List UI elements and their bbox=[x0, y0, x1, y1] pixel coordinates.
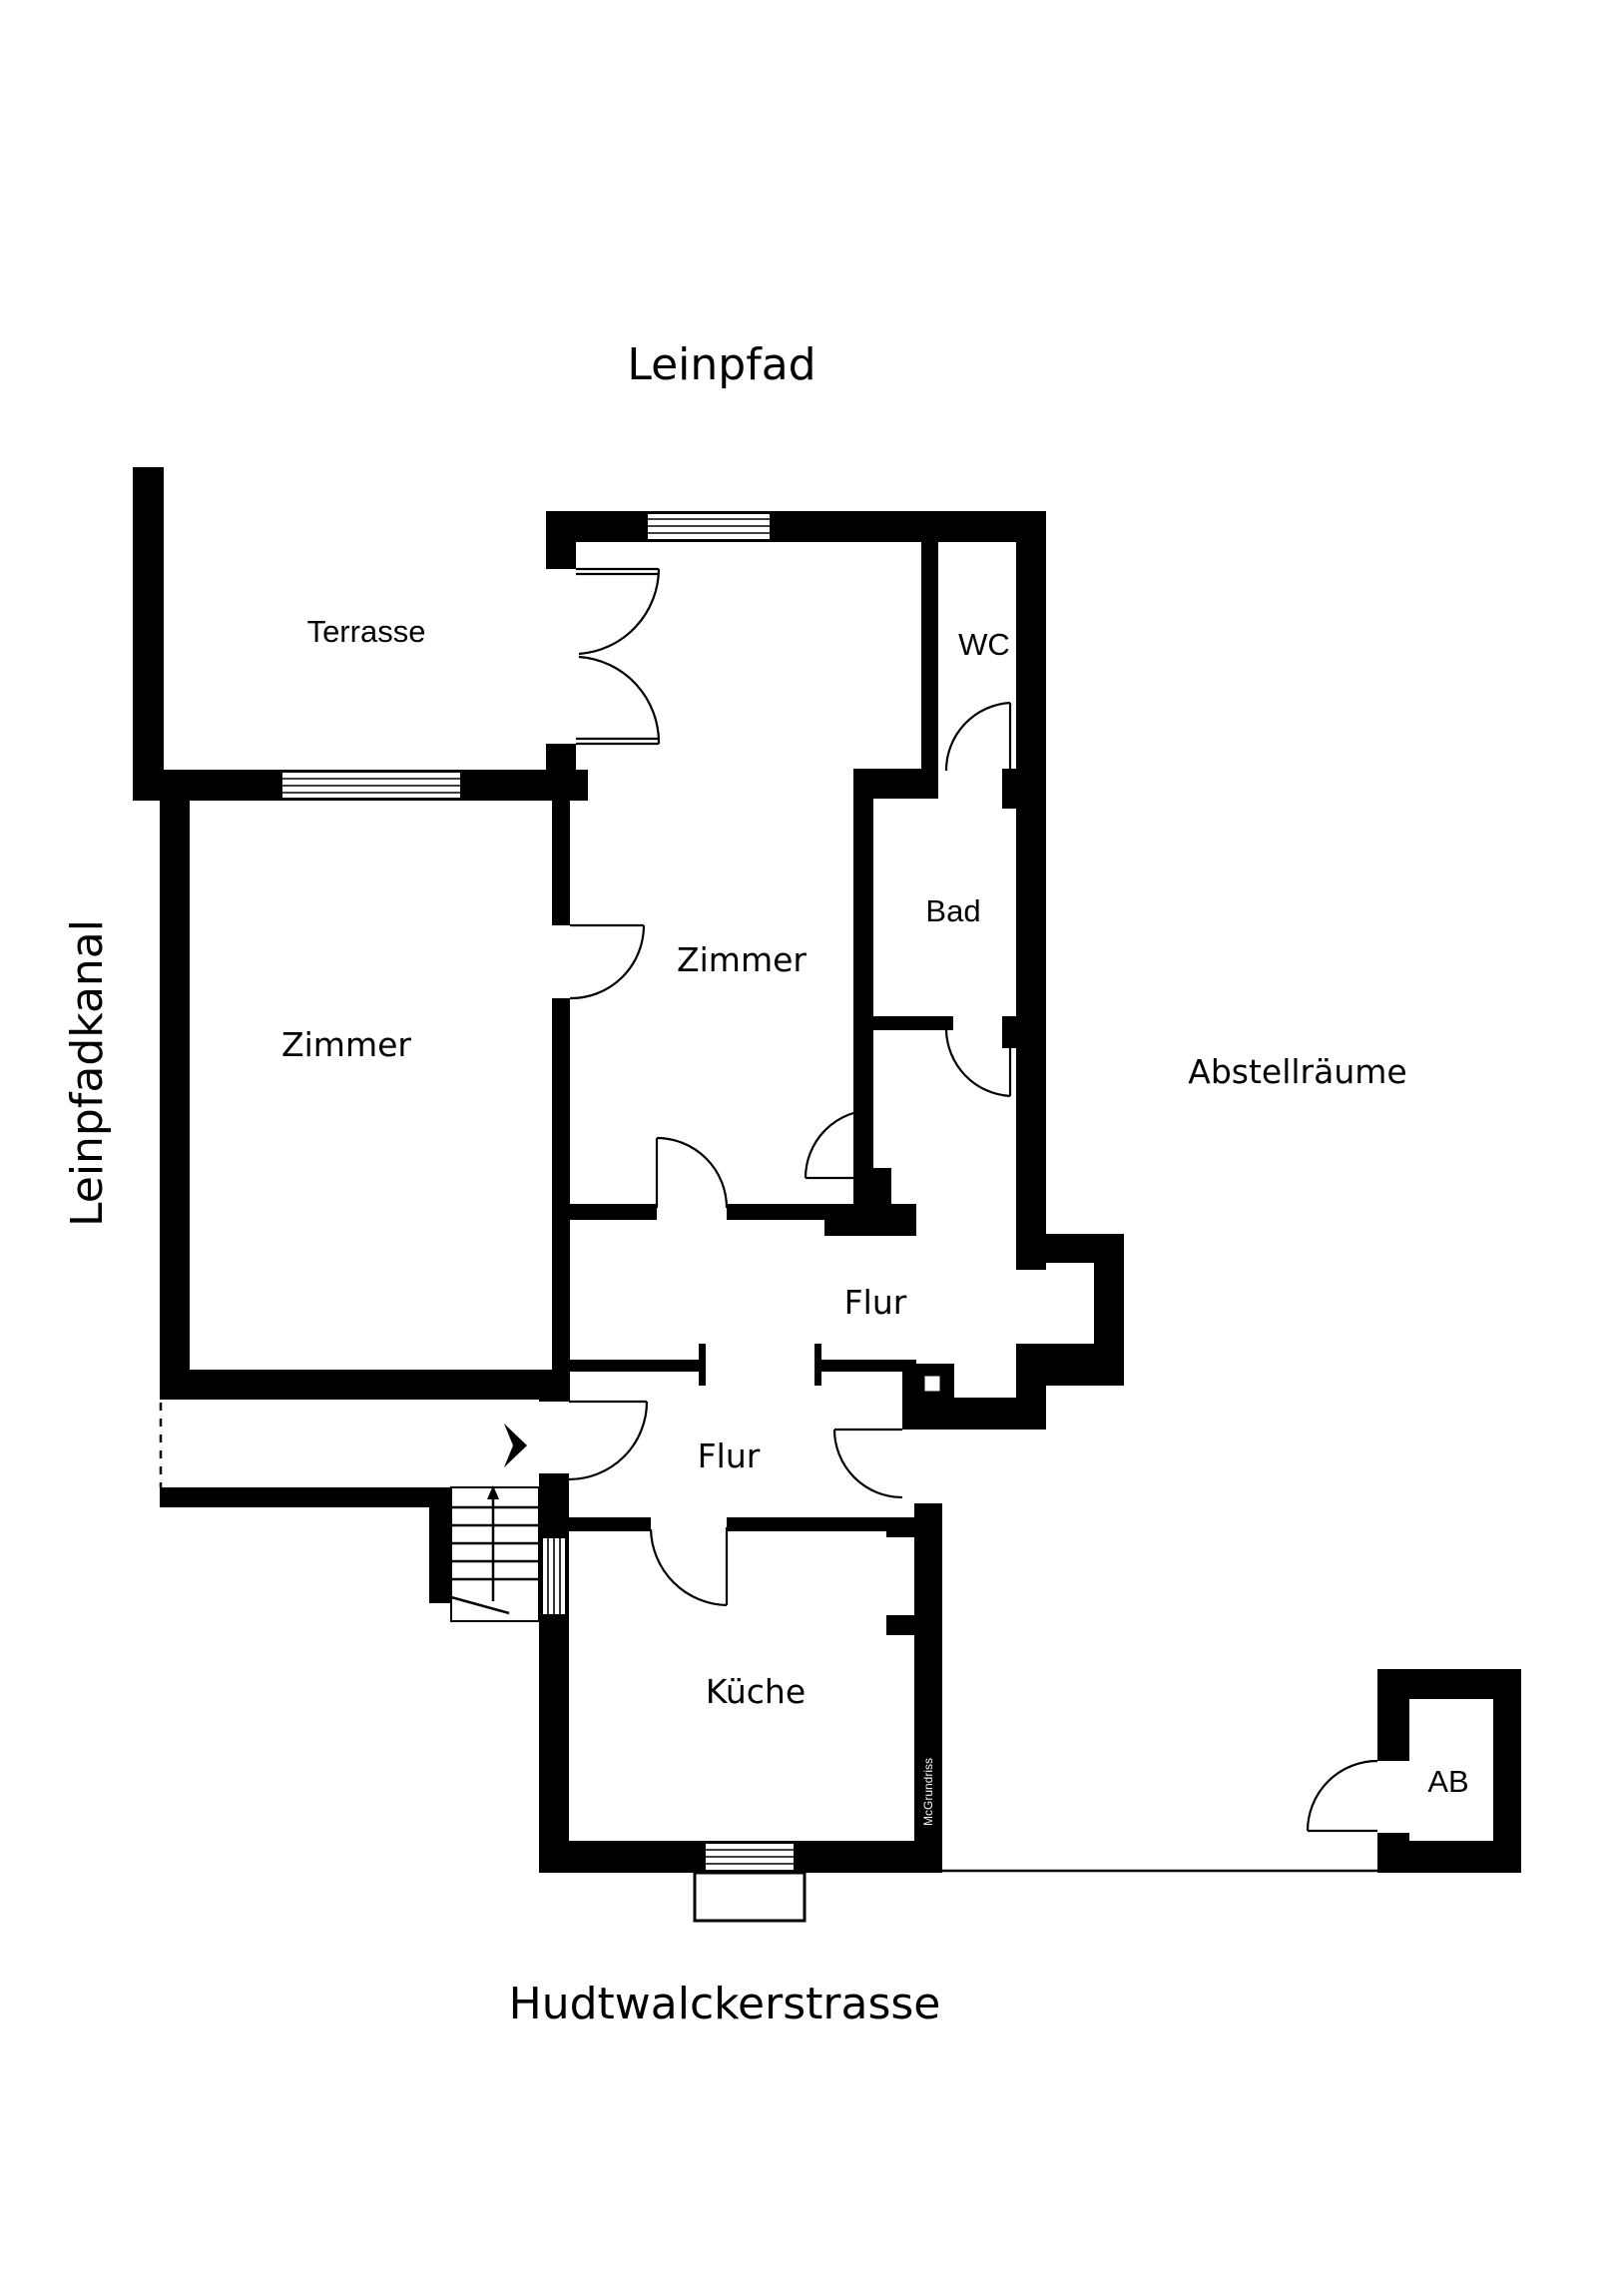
wall-stair-west bbox=[429, 1487, 451, 1603]
entrance-arrow bbox=[504, 1424, 527, 1467]
wall-stair-east bbox=[539, 1479, 569, 1529]
wall-bad-east-upper bbox=[1002, 769, 1016, 809]
room-label-flur-lower: Flur bbox=[698, 1436, 761, 1475]
wall-terrace-left bbox=[133, 467, 164, 801]
window-top bbox=[646, 512, 772, 541]
wall-entrance-south bbox=[160, 1487, 451, 1507]
door-terrace[interactable] bbox=[576, 567, 661, 746]
wall-corridor-block bbox=[824, 1204, 916, 1236]
room-label-bad: Bad bbox=[925, 893, 980, 928]
wall-top-left-stub bbox=[546, 511, 576, 569]
room-label-terrasse: Terrasse bbox=[307, 614, 426, 649]
wall-bad-bottom bbox=[873, 1016, 953, 1030]
wall-flur-lower-east bbox=[902, 1360, 916, 1430]
room-label-kueche: Küche bbox=[706, 1672, 806, 1711]
wall-kitchen-east-nub2 bbox=[886, 1615, 914, 1635]
wall-zimmer-left-east-lower bbox=[552, 998, 570, 1401]
wall-bump-inner bbox=[1016, 1234, 1046, 1270]
door-ab[interactable] bbox=[1306, 1759, 1378, 1833]
doors bbox=[568, 567, 1378, 1833]
room-label-zimmer-left: Zimmer bbox=[281, 1025, 411, 1064]
wall-corridor-top-left bbox=[569, 1204, 657, 1220]
windows bbox=[280, 512, 796, 1872]
walls bbox=[133, 467, 1521, 1873]
wall-top bbox=[546, 511, 1046, 542]
door-kitchen[interactable] bbox=[649, 1527, 729, 1607]
wall-entrance-post bbox=[539, 1370, 569, 1402]
door-entrance[interactable] bbox=[568, 1400, 649, 1481]
wall-bump-pillar bbox=[910, 1364, 954, 1430]
wall-ab-left-upper bbox=[1377, 1669, 1409, 1761]
stair-arrow-head bbox=[487, 1485, 499, 1499]
window-stair bbox=[541, 1536, 567, 1616]
wall-zimmer-center-east bbox=[853, 769, 873, 1218]
wall-zimmer-left-bottom bbox=[160, 1370, 569, 1400]
wall-zimmer-left-west bbox=[160, 791, 190, 1400]
window-kitchen bbox=[704, 1842, 796, 1872]
door-flur-lower-right[interactable] bbox=[832, 1428, 903, 1499]
wall-kitchen-east-nub1 bbox=[886, 1517, 914, 1537]
stairs bbox=[450, 1486, 540, 1622]
wall-ab-left-lower bbox=[1377, 1833, 1409, 1873]
window-terrace bbox=[280, 771, 462, 800]
wall-ab-right bbox=[1493, 1669, 1521, 1873]
room-label-abstellraeume: Abstellräume bbox=[1188, 1052, 1406, 1091]
credit-watermark: McGrundriss bbox=[921, 1758, 935, 1826]
street-label-bottom: Hudtwalckerstrasse bbox=[509, 1979, 941, 2029]
wall-flur-divider-right-cap bbox=[814, 1344, 821, 1386]
wall-flur-divider-right bbox=[816, 1360, 914, 1372]
room-label-flur-upper: Flur bbox=[844, 1283, 907, 1322]
thin-lines bbox=[159, 1375, 1377, 1923]
wall-kitchen-north-right bbox=[727, 1517, 914, 1531]
room-label-wc: WC bbox=[958, 627, 1010, 662]
wall-flur-divider-left bbox=[569, 1360, 704, 1372]
wall-kitchen-north-left bbox=[569, 1517, 651, 1531]
small-niche bbox=[923, 1375, 941, 1393]
room-label-ab: AB bbox=[1427, 1764, 1468, 1799]
stair-step bbox=[450, 1595, 510, 1615]
wall-wc-west bbox=[921, 542, 938, 772]
door-zimmer-center[interactable] bbox=[655, 1136, 729, 1209]
wall-kitchen-east bbox=[914, 1503, 942, 1873]
wall-zimmer-left-east-upper bbox=[552, 791, 570, 925]
door-zimmer-left[interactable] bbox=[569, 923, 646, 1000]
door-wc[interactable] bbox=[944, 701, 1012, 772]
wall-flur-divider-left-cap bbox=[699, 1344, 706, 1386]
room-label-zimmer-center: Zimmer bbox=[677, 940, 807, 979]
street-label-left: Leinpfadkanal bbox=[62, 919, 113, 1227]
door-abstell[interactable] bbox=[804, 1108, 874, 1180]
wall-corridor-stub bbox=[873, 1168, 891, 1218]
street-label-top: Leinpfad bbox=[627, 339, 815, 390]
wall-right-outer bbox=[1016, 511, 1046, 1238]
door-bad[interactable] bbox=[944, 1029, 1012, 1098]
labels: Leinpfad Hudtwalckerstrasse Leinpfadkana… bbox=[62, 339, 1469, 2029]
bay-window-ledge bbox=[693, 1871, 807, 1923]
wall-wc-bottom bbox=[853, 769, 938, 799]
